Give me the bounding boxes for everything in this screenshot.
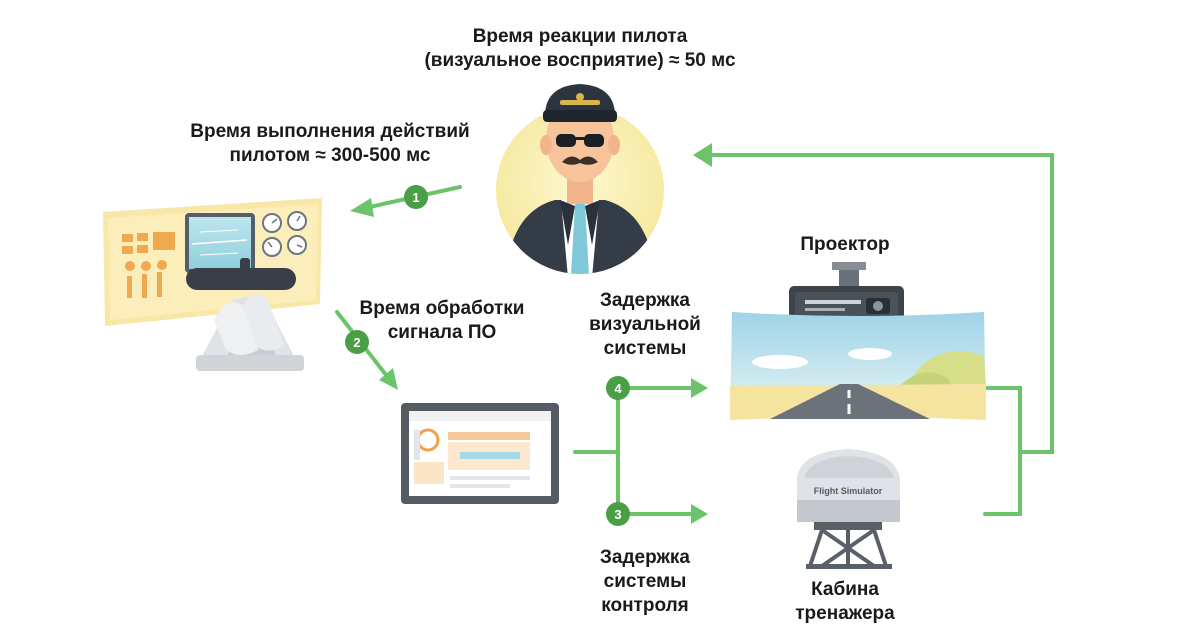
arrow-feedback-screen <box>983 386 1022 516</box>
pilot-reaction-line2: (визуальное восприятие) ≈ 50 мс <box>424 50 736 71</box>
connectors <box>335 153 1054 516</box>
processing-line1: Время обработки <box>359 298 525 319</box>
visual-delay-label: Задержка визуальной системы <box>580 289 710 361</box>
pilot-icon <box>496 84 664 274</box>
screen-landscape-icon <box>730 312 986 420</box>
processing-line2: сигнала ПО <box>387 322 497 343</box>
step-badge-1-text: 1 <box>412 190 419 205</box>
pilot-action-label: Время выполнения действий пилотом ≈ 300-… <box>160 120 500 168</box>
step-badge-3-text: 3 <box>614 507 621 522</box>
arrowheads <box>350 143 712 524</box>
arrowhead-3 <box>691 504 708 524</box>
arrowhead-2 <box>379 368 398 390</box>
projector-label: Проектор <box>800 234 890 255</box>
step-badge-2-text: 2 <box>353 335 360 350</box>
step-badge-1: 1 <box>404 185 428 209</box>
step-badge-2: 2 <box>345 330 369 354</box>
arrowhead-4 <box>691 378 708 398</box>
control-delay-line3: контроля <box>601 595 689 616</box>
step-badge-3: 3 <box>606 502 630 526</box>
simulator-cabin-icon: Flight Simulator <box>797 449 900 569</box>
arrowhead-feedback <box>693 143 712 167</box>
visual-delay-line3: системы <box>603 338 687 359</box>
processing-label: Время обработки сигнала ПО <box>352 297 532 345</box>
laptop-icon <box>401 403 559 504</box>
control-delay-line1: Задержка <box>600 547 690 568</box>
arrow-feedback-loop <box>710 153 1054 454</box>
cabin-line2: тренажера <box>795 603 895 624</box>
arrowhead-1 <box>350 198 374 217</box>
step-badge-4: 4 <box>606 376 630 400</box>
visual-delay-line2: визуальной <box>589 314 701 335</box>
pilot-reaction-line1: Время реакции пилота <box>472 26 688 47</box>
cabin-label: Кабина тренажера <box>780 578 910 626</box>
control-delay-line2: системы <box>603 571 687 592</box>
simulator-badge: Flight Simulator <box>814 486 883 496</box>
pilot-reaction-label: Время реакции пилота (визуальное восприя… <box>395 25 765 73</box>
cabin-line1: Кабина <box>811 579 879 600</box>
visual-delay-line1: Задержка <box>600 290 690 311</box>
cockpit-panel-icon <box>103 198 322 371</box>
pilot-action-line1: Время выполнения действий <box>190 121 470 142</box>
pilot-action-line2: пилотом ≈ 300-500 мс <box>229 145 431 166</box>
control-delay-label: Задержка системы контроля <box>585 546 705 618</box>
step-badge-4-text: 4 <box>614 381 622 396</box>
